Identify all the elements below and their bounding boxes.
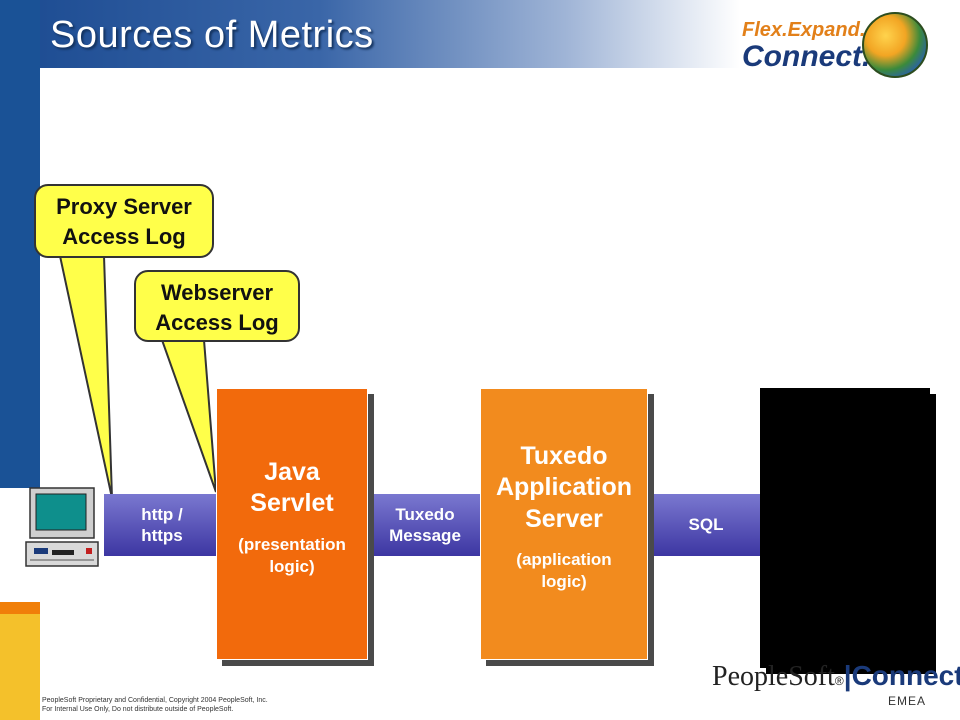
brand-separator: |	[843, 660, 852, 691]
box-title-line: Server	[525, 504, 603, 533]
box-sub-line: logic)	[269, 556, 315, 576]
box-title-line: Application	[495, 473, 633, 502]
pipe-label: Tuxedo	[395, 504, 455, 524]
proxy-callout-pointer	[58, 255, 113, 499]
flex-expand-connect-logo: Flex.Expand. Connect.	[742, 20, 870, 72]
tuxedo-message-pipe: Tuxedo Message	[366, 494, 484, 556]
registered-mark: ®	[834, 674, 844, 688]
region-label: EMEA	[888, 694, 927, 708]
rubber-band-ball-icon	[862, 12, 928, 78]
logo-line1: Flex.Expand.	[742, 19, 866, 41]
page-title: Sources of Metrics	[50, 14, 374, 56]
http-pipe: http / https	[104, 494, 220, 556]
webserver-callout-pointer	[160, 339, 217, 493]
box-sub-line: (application	[516, 549, 612, 569]
logo-line2: Connect.	[742, 40, 871, 73]
left-accent-strip	[0, 0, 40, 488]
pipe-label: SQL	[688, 515, 724, 535]
box-title-line: Tuxedo	[520, 442, 608, 470]
sql-pipe: SQL	[648, 494, 764, 556]
pipe-label: Message	[389, 526, 461, 545]
box-title-line: Servlet	[250, 489, 334, 518]
callout-line: Webserver	[160, 280, 274, 305]
header-banner	[40, 0, 740, 68]
left-accent-strip-orange	[0, 602, 40, 614]
peoplesoft-connect-logo: PeopleSoft®|Connect	[712, 662, 960, 691]
footer-line2: For Internal Use Only, Do not distribute…	[42, 706, 234, 714]
left-accent-strip-yellow	[0, 614, 40, 720]
tuxedo-app-server-box: Tuxedo Application Server (application l…	[480, 388, 648, 660]
callout-line: Proxy Server	[56, 194, 192, 219]
pipe-label: http /	[141, 504, 183, 524]
proxy-access-log-callout: Proxy Server Access Log	[34, 184, 214, 258]
desktop-computer-icon	[25, 487, 99, 567]
box-title-line: Java	[264, 458, 320, 486]
callout-line: Access Log	[155, 309, 279, 335]
footer-line1: PeopleSoft Proprietary and Confidential,…	[42, 697, 268, 704]
box-sub-line: (presentation	[238, 534, 346, 554]
confidentiality-footer: PeopleSoft Proprietary and Confidential,…	[42, 696, 268, 714]
java-servlet-box: Java Servlet (presentation logic)	[216, 388, 368, 660]
box-sub-line: logic)	[541, 571, 587, 591]
webserver-access-log-callout: Webserver Access Log	[134, 270, 300, 342]
callout-line: Access Log	[62, 223, 186, 249]
connect-wordmark: Connect	[851, 660, 960, 691]
database-box	[760, 388, 930, 668]
pipe-label: https	[141, 526, 183, 545]
peoplesoft-wordmark: PeopleSoft	[712, 661, 835, 692]
